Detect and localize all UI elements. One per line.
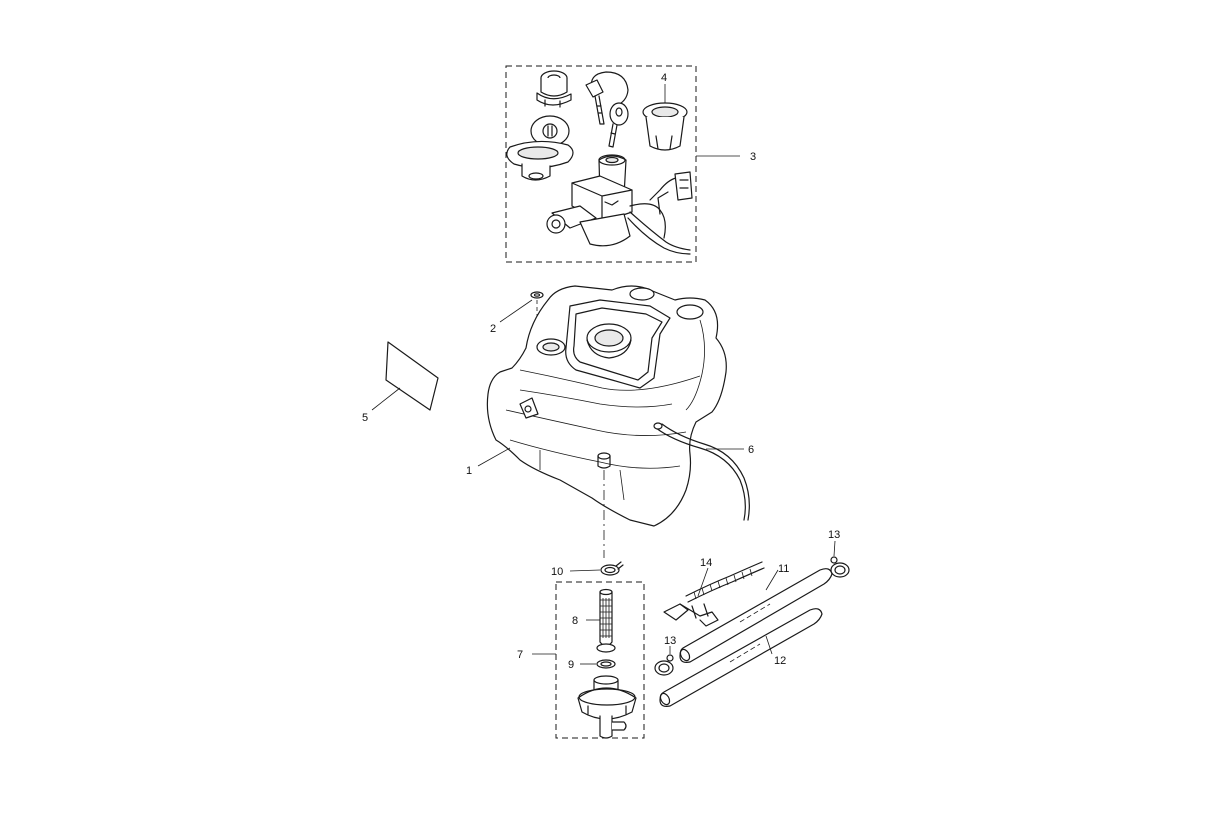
callout-11: 11 bbox=[778, 563, 789, 575]
callout-4: 4 bbox=[661, 72, 667, 84]
lock-set-boundary bbox=[505, 65, 697, 263]
callout-2: 2 bbox=[490, 323, 496, 335]
fuel-tap-body bbox=[577, 675, 637, 739]
seat-lock-cylinder bbox=[536, 70, 572, 108]
fuel-cap bbox=[506, 115, 574, 181]
callout-7: 7 bbox=[517, 649, 523, 661]
leader-12 bbox=[765, 635, 773, 655]
callout-13-left: 13 bbox=[664, 635, 676, 647]
leader-1 bbox=[477, 447, 511, 467]
ignition-switch bbox=[546, 154, 693, 255]
leader-14 bbox=[697, 567, 709, 597]
vent-hose-6 bbox=[655, 427, 746, 521]
lock-set-group: 3 4 bbox=[505, 65, 756, 263]
ignition-keys bbox=[585, 71, 629, 148]
leader-2 bbox=[499, 299, 533, 323]
leader-5 bbox=[371, 387, 401, 411]
fuel-tank: 1 2 6 bbox=[466, 285, 754, 558]
leader-10 bbox=[569, 569, 601, 572]
callout-3: 3 bbox=[750, 151, 756, 163]
callout-5: 5 bbox=[362, 412, 368, 424]
callout-14: 14 bbox=[700, 557, 712, 569]
callout-6: 6 bbox=[748, 444, 754, 456]
o-ring-9 bbox=[596, 659, 616, 669]
fuel-tap-boundary bbox=[555, 581, 645, 739]
fuel-tap-group: 10 8 9 7 bbox=[517, 561, 645, 739]
callout-8: 8 bbox=[572, 615, 578, 627]
hose-11 bbox=[679, 568, 833, 663]
fuel-cap-lock-bushing bbox=[642, 102, 688, 151]
hoses-and-clamps: 14 11 12 13 13 bbox=[654, 529, 850, 707]
hose-clamp-13-right bbox=[830, 556, 850, 578]
fuel-filter-8 bbox=[596, 588, 616, 653]
leader-13-right bbox=[833, 540, 836, 557]
callout-10: 10 bbox=[551, 566, 563, 578]
callout-1: 1 bbox=[466, 465, 472, 477]
leader-11 bbox=[765, 569, 779, 591]
hose-12 bbox=[659, 608, 823, 707]
washer-2 bbox=[530, 291, 544, 299]
hose-clamp-13-left bbox=[654, 654, 674, 676]
label-sticker: 5 bbox=[362, 341, 439, 424]
callout-9: 9 bbox=[568, 659, 574, 671]
callout-13-right: 13 bbox=[828, 529, 840, 541]
callout-12: 12 bbox=[774, 655, 786, 667]
hose-14 bbox=[663, 561, 765, 627]
clip-10 bbox=[600, 561, 624, 576]
